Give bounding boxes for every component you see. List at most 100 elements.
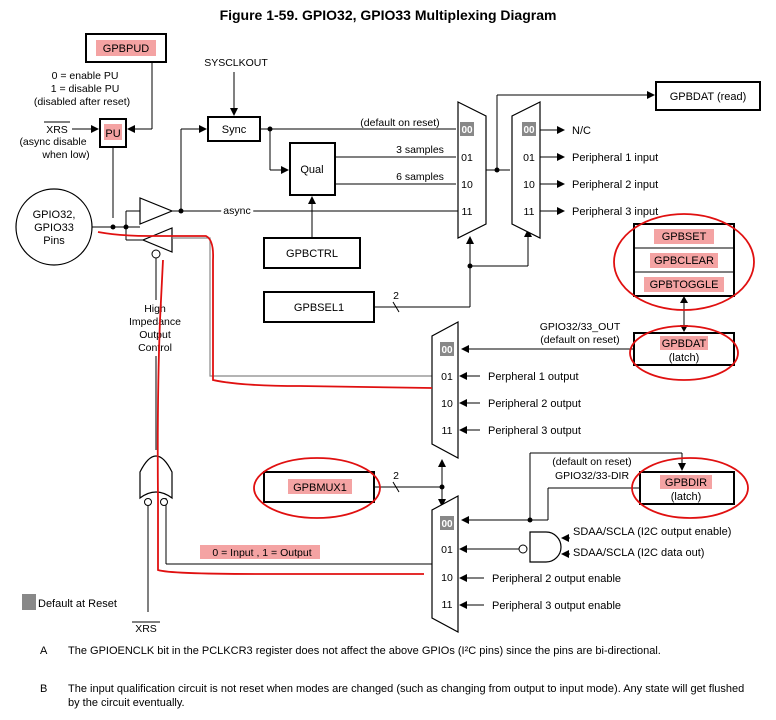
hi-z-label-3: Output <box>139 329 171 341</box>
input-mux-b-port-11: 11 <box>524 206 535 218</box>
gpbdir-highlight <box>660 475 712 489</box>
xrs-note-2: when low) <box>41 149 89 161</box>
gpbdat-latch-highlight <box>660 336 708 350</box>
io-dir-highlight <box>200 545 320 559</box>
gpbmux1-highlight <box>288 479 352 494</box>
qual-label: Qual <box>300 164 323 176</box>
gpbdir-label-2: (latch) <box>671 491 702 503</box>
output-data-mux-default <box>440 342 454 356</box>
note-b-text: The input qualification circuit is not r… <box>68 683 745 709</box>
note-a-text: The GPIOENCLK bit in the PCLKCR3 registe… <box>68 645 661 657</box>
pu-highlight <box>104 124 122 140</box>
input-buffer <box>139 197 174 225</box>
gpbset-label: GPBSET <box>662 231 707 243</box>
input-mux-b-default <box>522 122 536 136</box>
async-label: async <box>223 205 250 217</box>
sync-label: Sync <box>222 124 247 136</box>
periph2-out-label: Peripheral 2 output <box>488 398 581 410</box>
gpbset-highlight <box>654 229 714 244</box>
legend-swatch <box>22 594 36 610</box>
red-circle-gpbdat <box>629 325 739 381</box>
gpbsel1-width: 2 <box>393 290 399 302</box>
xrs-note-1: (async disable <box>19 136 86 148</box>
pins-label-3: Pins <box>43 235 65 247</box>
pu-label: PU <box>105 128 120 140</box>
output-data-mux-port-01: 01 <box>441 371 453 383</box>
output-data-mux-port-00: 00 <box>441 345 453 356</box>
gpbclear-label: GPBCLEAR <box>654 255 714 267</box>
nc-label: N/C <box>572 125 591 137</box>
red-path-direction <box>156 259 424 575</box>
set-to-dat-arrow-up <box>680 296 688 303</box>
gpbdat-read-label: GPBDAT (read) <box>670 91 747 103</box>
direction-mux-port-01: 01 <box>441 544 453 556</box>
hi-z-label-1: High <box>144 303 166 315</box>
gpbdat-latch-label-1: GPBDAT <box>662 338 707 350</box>
note-b-letter: B <box>40 683 48 695</box>
gpbsel1-label: GPBSEL1 <box>294 302 344 314</box>
direction-mux-port-11: 11 <box>442 599 453 611</box>
pins-label-2: GPIO33 <box>34 222 74 234</box>
periph2-en-label: Peripheral 2 output enable <box>492 573 621 585</box>
sda-out-label: SDAA/SCLA (I2C data out) <box>573 547 704 559</box>
or-bubble-2 <box>160 498 168 506</box>
hi-z-label-2: Impedance <box>129 316 181 328</box>
io-dir-label: 0 = Input , 1 = Output <box>212 547 311 559</box>
or-gate <box>139 455 173 500</box>
gpbmux1-width: 2 <box>393 470 399 482</box>
output-buffer <box>141 227 173 253</box>
gpbsel1-box <box>263 291 375 323</box>
samples3-label: 3 samples <box>396 144 444 156</box>
sda-en-label: SDAA/SCLA (I2C output enable) <box>573 526 731 538</box>
gpbclear-highlight <box>650 253 718 268</box>
gpio-out-label-2: (default on reset) <box>540 334 619 346</box>
gpbsel1-tick <box>392 301 400 313</box>
input-mux-a-port-11: 11 <box>462 206 473 218</box>
red-circle-gpbdir <box>631 457 749 519</box>
and-bubble <box>518 544 528 554</box>
periph1-in-label: Peripheral 1 input <box>572 152 658 164</box>
gpbtoggle-label: GPBTOGGLE <box>650 279 719 291</box>
output-data-mux-port-10: 10 <box>441 398 453 410</box>
gpbmux1-tick <box>392 481 400 493</box>
red-circle-gpbset <box>613 213 755 311</box>
pu-desc-1: 0 = enable PU <box>52 70 119 82</box>
gpio-out-label-1: GPIO32/33_OUT <box>540 321 621 333</box>
pu-desc-2: 1 = disable PU <box>51 83 120 95</box>
periph1-out-label: Perpheral 1 output <box>488 371 579 383</box>
direction-mux-port-00: 00 <box>441 519 453 530</box>
periph2-in-label: Peripheral 2 input <box>572 179 658 191</box>
gpbpud-label: GPBPUD <box>103 43 150 55</box>
legend-label: Default at Reset <box>38 598 117 610</box>
pins-label-1: GPIO32, <box>33 209 76 221</box>
note-b: B The input qualification circuit is not… <box>40 682 750 710</box>
samples6-label: 6 samples <box>396 171 444 183</box>
gpbdir-label-1: GPBDIR <box>665 477 707 489</box>
hi-z-label-4: Control <box>138 342 172 354</box>
input-mux-a-port-10: 10 <box>461 179 473 191</box>
dir-default-label: (default on reset) <box>552 456 631 468</box>
or-bubble-1 <box>144 498 152 506</box>
red-circle-gpbmux1 <box>253 457 381 519</box>
gpbmux1-label: GPBMUX1 <box>293 482 347 494</box>
xrs-bottom-label: XRS <box>135 623 157 635</box>
qual-box <box>289 142 336 196</box>
figure-title: Figure 1-59. GPIO32, GPIO33 Multiplexing… <box>220 7 557 23</box>
dir-name-label: GPIO32/33-DIR <box>555 470 630 482</box>
default-reset-in: (default on reset) <box>360 117 439 129</box>
periph3-en-label: Peripheral 3 output enable <box>492 600 621 612</box>
gpbtoggle-highlight <box>644 277 724 292</box>
outdata-wire <box>172 237 432 377</box>
hi-z-bubble <box>151 249 161 259</box>
gpbdat-latch-label-2: (latch) <box>669 352 700 364</box>
gpbctrl-box <box>263 237 361 269</box>
gpbpud-highlight <box>96 40 156 56</box>
direction-mux-default <box>440 516 454 530</box>
periph3-out-label: Peripheral 3 output <box>488 425 581 437</box>
output-data-mux-port-11: 11 <box>442 425 453 437</box>
gpbdat-read-box <box>655 81 761 111</box>
gpbsel1-node <box>467 263 473 269</box>
input-mux-a-port-01: 01 <box>461 152 473 164</box>
gpbctrl-label: GPBCTRL <box>286 248 338 260</box>
sync-box <box>207 116 261 142</box>
